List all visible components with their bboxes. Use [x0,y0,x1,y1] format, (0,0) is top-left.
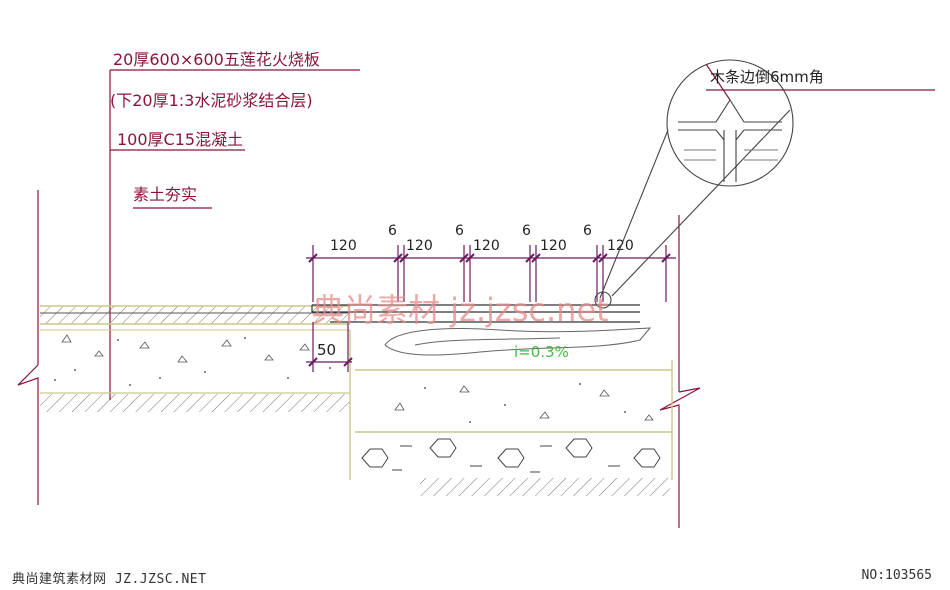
step-dimension [306,322,353,372]
right-ground-section [361,383,670,496]
step-height: 50 [317,341,336,359]
mortar-fill [384,327,652,356]
layer2-label: (下20厚1:3水泥砂浆结合层) [110,91,313,110]
right-boundary [659,215,701,528]
left-boundary [17,190,39,505]
width-5: 120 [607,238,634,254]
footer-bar: 典尚建筑素材网 JZ.JZSC.NET NO:103565 [0,560,950,590]
footer-site-name: 典尚建筑素材网 JZ.JZSC.NET [12,572,207,587]
timber-strip [311,304,640,323]
left-ground-section [40,305,350,412]
layer1-label: 20厚600×600五莲花火烧板 [113,50,320,69]
width-4: 120 [540,238,567,254]
annotation-leader [109,69,360,400]
step-edge [349,330,672,480]
width-1: 120 [330,238,357,254]
watermark: 典尚素材 jz.jzsc.net [312,291,609,329]
slope-label: i=0.3% [514,343,569,361]
width-2: 120 [406,238,433,254]
width-3: 120 [473,238,500,254]
layer4-label: 素土夯实 [133,185,197,204]
footer-number: NO:103565 [861,568,932,583]
layer3-label: 100厚C15混凝土 [117,130,243,149]
gap-2: 6 [455,223,464,239]
gap-4: 6 [583,223,592,239]
detail-callout [594,59,794,309]
detail-label: 木条边倒6mm角 [710,68,824,86]
detail-leader [705,63,935,101]
gap-1: 6 [388,223,397,239]
gap-3: 6 [522,223,531,239]
